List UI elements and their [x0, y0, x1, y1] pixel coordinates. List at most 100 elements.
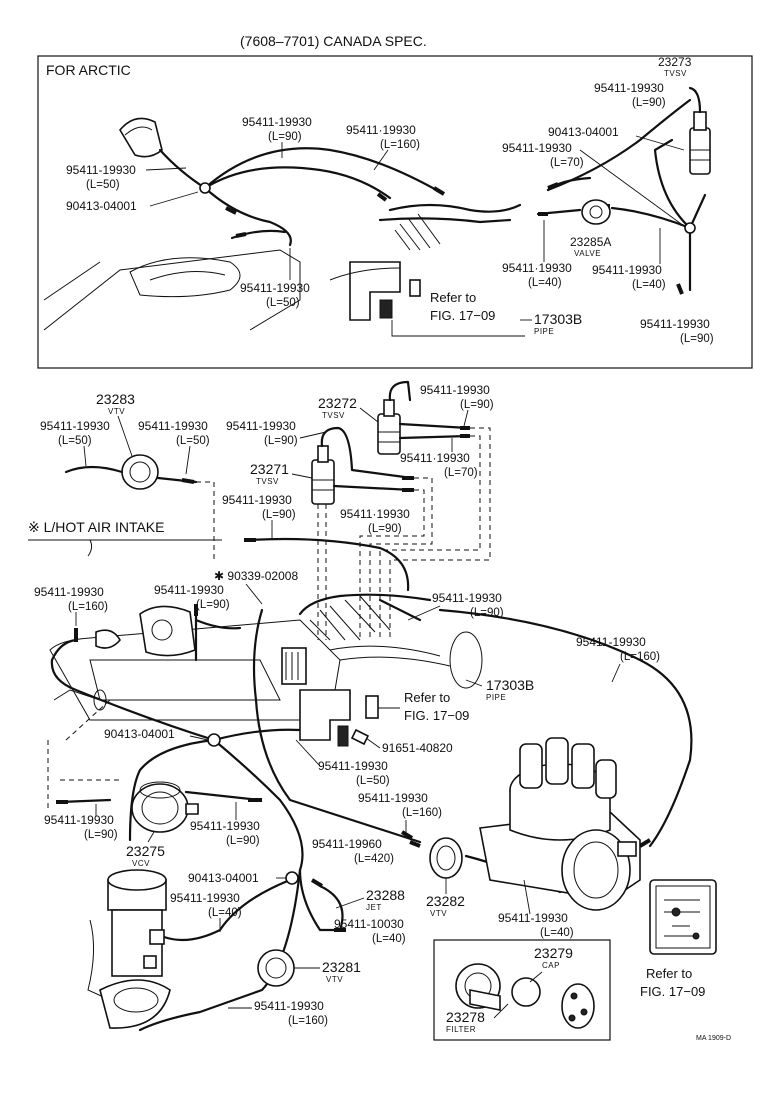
hose-length: (L=90): [368, 523, 402, 535]
hose-label: 95411-19930: [40, 419, 110, 433]
filter-23278-pn: 23278: [446, 1009, 485, 1025]
hose-length: (L=90): [470, 607, 504, 619]
arctic-hose-length: (L=50): [86, 179, 120, 191]
arctic-valve-23285a-pn: 23285A: [570, 235, 611, 249]
tvsv-23272-icon: [377, 380, 470, 455]
hose-length: (L=90): [226, 835, 260, 847]
hose-length: (L=50): [176, 435, 210, 447]
vcv-23275-pn: 23275: [126, 843, 165, 859]
refer-dist-line1: Refer to: [646, 966, 692, 981]
hose-length: (L=160): [68, 601, 108, 613]
vtv-23281-sub: VTV: [326, 975, 343, 984]
hose-label: 95411-19930: [34, 585, 104, 599]
drawing-code: MA 1909-D: [696, 1035, 731, 1042]
hose-length: (L=70): [444, 467, 478, 479]
hose-length: (L=90): [264, 435, 298, 447]
arctic-vacuum-fitting: [119, 117, 163, 158]
screw-label: 91651-40820: [382, 741, 453, 755]
hose-label: 95411-19930: [318, 759, 388, 773]
refer-line1: Refer to: [404, 690, 450, 705]
hose-length: (L=40): [540, 927, 574, 939]
hose-label: 95411-19930: [432, 591, 502, 605]
hose-label: 95411-19930: [498, 911, 568, 925]
arctic-hose-label: 95411-19930: [502, 141, 572, 155]
tvsv-23272-sub: TVSV: [322, 411, 345, 420]
pipe-17303b-pn: 17303B: [486, 677, 534, 693]
arctic-hose-label: 95411-19930: [640, 317, 710, 331]
hose-label: 95411-19930: [420, 383, 490, 397]
arctic-hose-length: (L=90): [632, 97, 666, 109]
filter-cap-inset: [433, 939, 611, 1041]
refer-dist-line2: FIG. 17−09: [640, 984, 705, 999]
arctic-pipe-17303b-pn: 17303B: [534, 311, 582, 327]
hose-label: 95411·19930: [400, 451, 470, 465]
vtv-23282-icon: [429, 837, 463, 879]
arctic-tvsv-23273-sub: TVSV: [664, 69, 687, 78]
vcv-23275-icon: [131, 781, 199, 833]
arctic-hose-length: (L=90): [268, 131, 302, 143]
arctic-tee-a-label: 90413-04001: [66, 199, 137, 213]
vtv-23282-sub: VTV: [430, 909, 447, 918]
diagram-title: (7608–7701) CANADA SPEC.: [240, 33, 427, 49]
hot-air-intake-label: ※ L/HOT AIR INTAKE: [28, 519, 164, 535]
arctic-hose-ends: [225, 182, 684, 295]
refer-line2: FIG. 17−09: [404, 708, 469, 723]
hose-label: 95411-19930: [576, 635, 646, 649]
arctic-hose-label: 95411-19930: [242, 115, 312, 129]
hose-length: (L=50): [356, 775, 390, 787]
hose-label: 95411-19930: [226, 419, 296, 433]
filter-23278-sub: FILTER: [446, 1025, 476, 1034]
arctic-hose-length: (L=160): [380, 139, 420, 151]
vcv-23275-sub: VCV: [132, 859, 150, 868]
vtv-23283-icon: [64, 454, 198, 490]
hose-label: 95411-19930: [358, 791, 428, 805]
carburetor-icon: [95, 605, 196, 657]
tvsv-23272-pn: 23272: [318, 395, 357, 411]
vtv-23283-sub: VTV: [108, 407, 125, 416]
vtv-23281-pn: 23281: [322, 959, 361, 975]
relay-box-icon: [649, 879, 717, 955]
distributor-icon: [479, 737, 641, 911]
jet-23288-pn: 23288: [366, 887, 405, 903]
hose-length: (L=160): [288, 1015, 328, 1027]
hose-label: 95411-19930: [222, 493, 292, 507]
hose-length: (L=90): [84, 829, 118, 841]
arctic-hose-label: 95411-19930: [66, 163, 136, 177]
hose-length: (L=90): [460, 399, 494, 411]
arctic-tee-b-label: 90413-04001: [548, 125, 619, 139]
tvsv-23271-icon: [311, 426, 414, 505]
arctic-tvsv-23273-icon: [688, 86, 711, 175]
main-section: 23283 VTV 95411-19930 (L=50) 95411-19930…: [28, 380, 731, 1042]
arctic-hose-label: 95411-19930: [240, 281, 310, 295]
vacuum-actuator-icon: [87, 869, 171, 1029]
arctic-valve-23285a-sub: VALVE: [574, 249, 601, 258]
hose-length: (L=90): [262, 509, 296, 521]
hose-label: 95411-10030: [334, 917, 404, 931]
hose-label: 95411-19930: [190, 819, 260, 833]
hose-length: (L=90): [196, 599, 230, 611]
arctic-section: FOR ARCTIC: [37, 55, 753, 369]
vtv-23283-pn: 23283: [96, 391, 135, 407]
arctic-valve-23285a-icon: [581, 199, 611, 225]
hose-label: 95411-19930: [154, 583, 224, 597]
jet-23288-sub: JET: [366, 903, 382, 912]
arctic-pipe-17303b-icon: [329, 213, 525, 337]
hose-label: 95411-19930: [44, 813, 114, 827]
hose-length: (L=160): [402, 807, 442, 819]
tee-c-label: 90413-04001: [104, 727, 175, 741]
arctic-hose-label: 95411-19930: [594, 81, 664, 95]
tee-d-label: 90413-04001: [188, 871, 259, 885]
cap-23279-pn: 23279: [534, 945, 573, 961]
arctic-hose-length: (L=70): [550, 157, 584, 169]
pipe-17303b-icon: [281, 595, 483, 747]
hose-length: (L=40): [372, 933, 406, 945]
tee-c-icon: [207, 733, 221, 747]
hose-label: 95411·19930: [340, 507, 410, 521]
arctic-hose-label: 95411·19930: [502, 261, 572, 275]
arctic-hose-label: 95411-19930: [592, 263, 662, 277]
pipe-17303b-sub: PIPE: [486, 693, 506, 702]
hose-length: (L=420): [354, 853, 394, 865]
arctic-tee-left: [199, 182, 211, 194]
tvsv-23271-pn: 23271: [250, 461, 289, 477]
